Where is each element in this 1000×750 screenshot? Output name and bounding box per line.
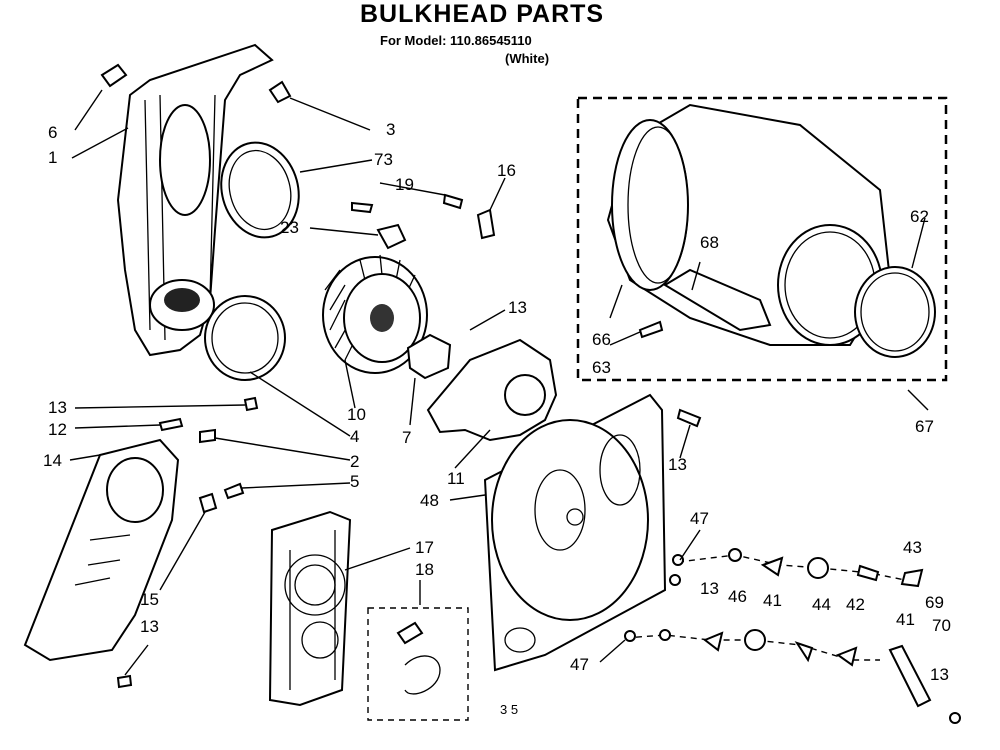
- part-bulkhead-48[interactable]: [483, 393, 667, 672]
- callout-15: 15: [140, 590, 159, 609]
- part-bracket-23[interactable]: [376, 223, 407, 250]
- part-harness-box[interactable]: [367, 607, 469, 721]
- page-number: 3 5: [500, 702, 518, 717]
- callout-47-bottom: 47: [570, 655, 589, 674]
- callout-62: 62: [910, 207, 929, 226]
- part-seal-62[interactable]: [854, 266, 936, 358]
- callout-10: 10: [347, 405, 366, 424]
- callout-41-left: 41: [763, 591, 782, 610]
- callout-48: 48: [420, 491, 439, 510]
- callout-23: 23: [280, 218, 299, 237]
- callout-13-blower: 13: [508, 298, 527, 317]
- callout-42: 42: [846, 595, 865, 614]
- callout-46: 46: [728, 587, 747, 606]
- callout-44: 44: [812, 595, 831, 614]
- part-blower-housing[interactable]: [426, 338, 558, 442]
- part-screw-12[interactable]: [158, 417, 184, 432]
- callout-4: 4: [350, 427, 359, 446]
- callout-69: 69: [925, 593, 944, 612]
- callout-14: 14: [43, 451, 62, 470]
- callout-13-panel: 13: [140, 617, 159, 636]
- part-screw-19a[interactable]: [351, 201, 374, 214]
- callout-5: 5: [350, 472, 359, 491]
- callout-2: 2: [350, 452, 359, 471]
- callout-43: 43: [903, 538, 922, 557]
- part-pulley-7[interactable]: [406, 333, 452, 380]
- part-plug-2[interactable]: [199, 428, 216, 444]
- part-drum[interactable]: [606, 103, 892, 346]
- part-front-panel[interactable]: [23, 438, 180, 662]
- callout-6: 6: [48, 123, 57, 142]
- callout-13-bulkhead: 13: [668, 455, 687, 474]
- part-seal-73[interactable]: [211, 134, 309, 246]
- callout-67: 67: [915, 417, 934, 436]
- leader-lines: [69, 89, 929, 676]
- callout-11: 11: [447, 469, 465, 488]
- part-roller-group[interactable]: [624, 548, 961, 724]
- part-screw-13a[interactable]: [243, 396, 259, 412]
- callout-73: 73: [374, 150, 393, 169]
- part-seal-4[interactable]: [204, 295, 286, 381]
- callout-3: 3: [386, 120, 395, 139]
- part-drum-box: [576, 96, 948, 382]
- callout-63: 63: [592, 358, 611, 377]
- callout-47-top: 47: [690, 509, 709, 528]
- part-screw-13b[interactable]: [116, 674, 133, 689]
- callout-16: 16: [497, 161, 516, 180]
- part-control-board[interactable]: [268, 510, 352, 707]
- part-clip-15[interactable]: [198, 492, 218, 514]
- callout-13-left: 13: [48, 398, 67, 417]
- part-clip-16[interactable]: [476, 208, 496, 240]
- callout-13-roller: 13: [700, 579, 719, 598]
- callout-41-right: 41: [896, 610, 915, 629]
- part-blower-wheel[interactable]: [322, 254, 428, 374]
- callout-68: 68: [700, 233, 719, 252]
- part-bulkhead-duct[interactable]: [116, 43, 274, 357]
- callout-18: 18: [415, 560, 434, 579]
- callout-17: 17: [415, 538, 434, 557]
- callout-1: 1: [48, 148, 57, 167]
- callout-7: 7: [402, 428, 411, 447]
- part-clip-3[interactable]: [268, 80, 292, 104]
- part-clip[interactable]: [100, 63, 128, 88]
- model-color: (White): [505, 51, 550, 66]
- callout-numbers: 6 1 3 73 19 16 23 13 10 7 11 13 12 4 2 5…: [43, 120, 951, 717]
- callout-70: 70: [932, 616, 951, 635]
- part-screw-13c[interactable]: [676, 408, 702, 428]
- part-screw-63[interactable]: [638, 320, 664, 339]
- callout-12: 12: [48, 420, 67, 439]
- callout-19: 19: [395, 175, 414, 194]
- part-screw-19b[interactable]: [442, 193, 464, 210]
- part-plug-5[interactable]: [223, 482, 245, 500]
- callout-66: 66: [592, 330, 611, 349]
- callout-13-bracket: 13: [930, 665, 949, 684]
- page-title: BULKHEAD PARTS: [360, 0, 605, 28]
- model-number: For Model: 110.86545110: [380, 33, 532, 48]
